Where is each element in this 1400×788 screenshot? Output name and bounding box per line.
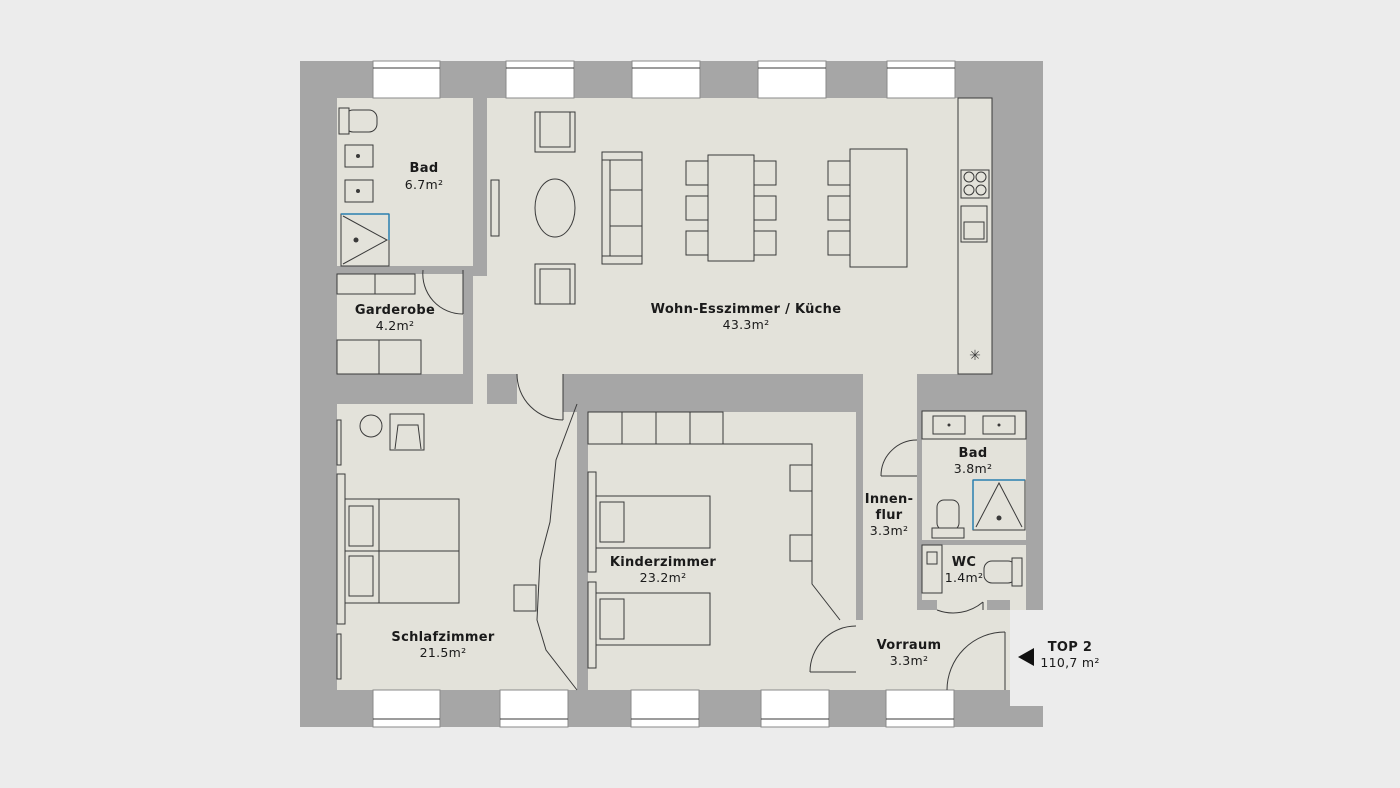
bathroom-1-fixtures: [338, 107, 390, 267]
wardrobe-furniture: [336, 269, 464, 375]
living-room-furniture: ✳: [490, 97, 993, 421]
svg-text:✳: ✳: [969, 348, 981, 364]
unit-name: TOP 2: [1048, 640, 1093, 655]
windows: [372, 60, 956, 728]
unit-area: 110,7 m²: [1040, 655, 1099, 670]
schlaf-area: 21.5m²: [420, 645, 467, 660]
bathroom-2-fixtures: [880, 410, 1027, 691]
wc-name: WC: [952, 555, 976, 570]
entrance-arrow-icon: [1018, 648, 1034, 666]
wc-area: 1.4m²: [945, 570, 984, 585]
innenflur-name-1: Innen-: [865, 492, 914, 507]
innenflur-name-2: flur: [876, 508, 903, 523]
garderobe-name: Garderobe: [355, 303, 435, 318]
kids-room-furniture: [587, 411, 857, 673]
wohn-area: 43.3m²: [723, 317, 770, 332]
bad2-area: 3.8m²: [954, 461, 993, 476]
bad2-name: Bad: [959, 446, 988, 461]
bad1-name: Bad: [410, 161, 439, 176]
bad1-area: 6.7m²: [405, 177, 444, 192]
wohn-name: Wohn-Esszimmer / Küche: [651, 302, 842, 317]
bedroom-furniture: [336, 403, 578, 691]
kinder-name: Kinderzimmer: [610, 555, 717, 570]
kinder-area: 23.2m²: [640, 570, 687, 585]
schlaf-name: Schlafzimmer: [391, 630, 494, 645]
interior-walls: [337, 98, 1043, 690]
innenflur-area: 3.3m²: [870, 523, 909, 538]
garderobe-area: 4.2m²: [376, 318, 415, 333]
vorraum-area: 3.3m²: [890, 653, 929, 668]
vorraum-name: Vorraum: [877, 638, 942, 653]
